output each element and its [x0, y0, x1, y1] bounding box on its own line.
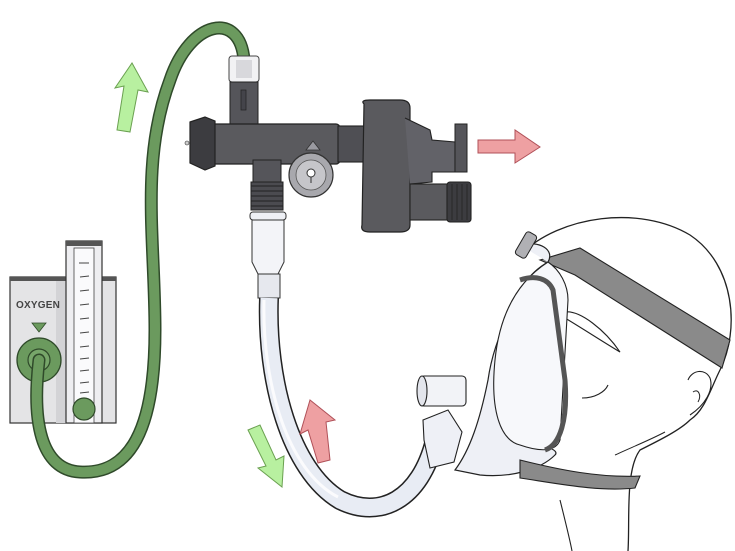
valve-assembly	[184, 55, 472, 233]
flow-tube-ticks	[79, 262, 90, 394]
head-strap-top	[538, 247, 731, 369]
closed-eye	[581, 384, 609, 399]
top-connector-inner	[236, 60, 252, 78]
exhaust-port	[454, 123, 468, 173]
tube-connector	[251, 219, 285, 275]
flow-ball	[72, 397, 96, 421]
valve-coupler	[337, 125, 367, 163]
flowmeter-label: OXYGEN	[16, 300, 60, 311]
green-oxygen-tubing	[30, 21, 251, 479]
clear-breathing-tube	[249, 211, 445, 518]
strap-clip	[514, 231, 538, 259]
outlet-marker-icon	[31, 322, 47, 333]
chin-strap	[519, 459, 641, 490]
mask-window	[493, 261, 569, 451]
flow-tube-inner	[73, 247, 95, 424]
valve-end-cap	[189, 116, 216, 171]
mask-elbow	[422, 409, 463, 469]
inspiratory-down-arrow	[247, 424, 285, 488]
expiratory-up-arrow	[299, 399, 337, 464]
flowmeter-panel-top	[10, 277, 116, 281]
oxygen-flowmeter	[9, 240, 117, 424]
full-face-mask	[416, 231, 731, 490]
port-threads	[250, 181, 284, 211]
oxygen-in-up-arrow	[113, 62, 149, 133]
panel-shadow	[56, 281, 66, 423]
side-port-cap	[446, 181, 472, 223]
exhaust-valve-housing	[361, 99, 411, 233]
mask-seal	[519, 275, 569, 453]
exhaust-out-arrow	[477, 129, 541, 164]
eyebrow	[564, 311, 621, 353]
ear	[687, 370, 712, 416]
tube-connector-collar	[249, 211, 287, 221]
flow-tube-cap	[66, 241, 102, 246]
patient-head	[519, 217, 732, 551]
